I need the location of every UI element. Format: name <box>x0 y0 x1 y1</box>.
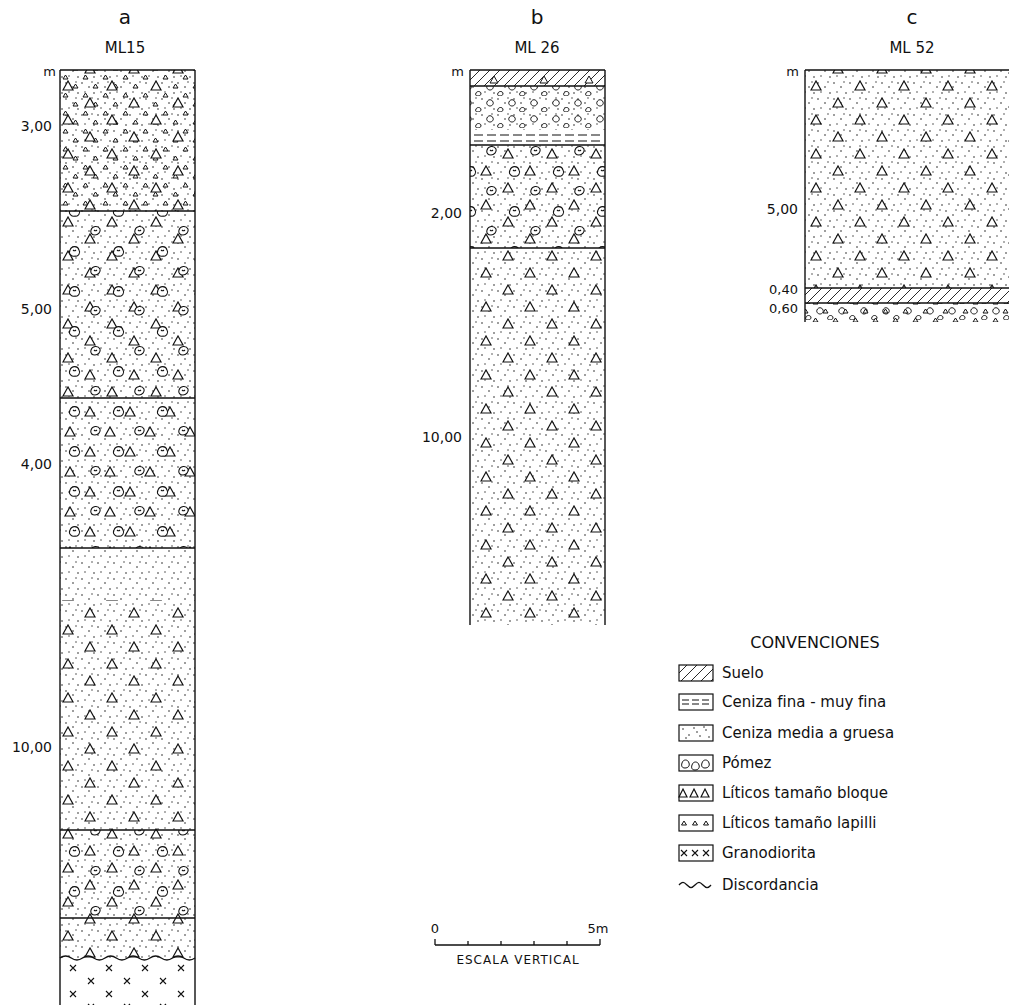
legend-text: Granodiorita <box>722 843 816 863</box>
scale-title: ESCALA VERTICAL <box>456 954 579 967</box>
column-c <box>805 70 1009 322</box>
scale-number: 0 <box>431 922 439 936</box>
legend-swatch <box>678 724 714 742</box>
depth-value: 0,40 <box>769 283 798 297</box>
depth-value: 10,00 <box>422 430 462 445</box>
column-letter: a <box>119 6 131 28</box>
section-id: ML 26 <box>514 40 559 57</box>
legend-heading: CONVENCIONES <box>750 634 879 652</box>
legend-swatch <box>678 844 714 862</box>
legend-swatch <box>678 876 714 894</box>
legend-swatch <box>678 693 714 711</box>
depth-value: 0,60 <box>769 302 798 316</box>
section-id: ML15 <box>105 40 145 57</box>
legend-text: Pómez <box>722 753 771 773</box>
scale-number: 5m <box>588 922 609 936</box>
depth-value: 2,00 <box>431 206 462 221</box>
legend-swatch <box>678 784 714 802</box>
depth-unit: m <box>786 65 799 79</box>
legend-text: Discordancia <box>722 875 819 895</box>
depth-unit: m <box>43 65 56 79</box>
legend-swatch <box>678 754 714 772</box>
legend-swatch <box>678 814 714 832</box>
scale-bar <box>435 939 600 945</box>
column-a <box>60 70 195 1005</box>
legend-text: Líticos tamaño bloque <box>722 783 888 803</box>
section-id: ML 52 <box>889 40 934 57</box>
depth-value: 5,00 <box>767 202 798 217</box>
legend-text: Líticos tamaño lapilli <box>722 813 876 833</box>
depth-value: 3,00 <box>21 119 52 134</box>
column-letter: c <box>907 6 918 28</box>
depth-value: 5,00 <box>21 302 52 317</box>
column-b <box>470 70 605 625</box>
legend-swatch <box>678 664 714 682</box>
legend-text: Ceniza media a gruesa <box>722 723 894 743</box>
depth-unit: m <box>451 65 464 79</box>
column-letter: b <box>531 6 544 28</box>
depth-value: 10,00 <box>12 740 52 755</box>
legend-text: Ceniza fina - muy fina <box>722 692 886 712</box>
depth-value: 4,00 <box>21 457 52 472</box>
legend-text: Suelo <box>722 663 764 683</box>
